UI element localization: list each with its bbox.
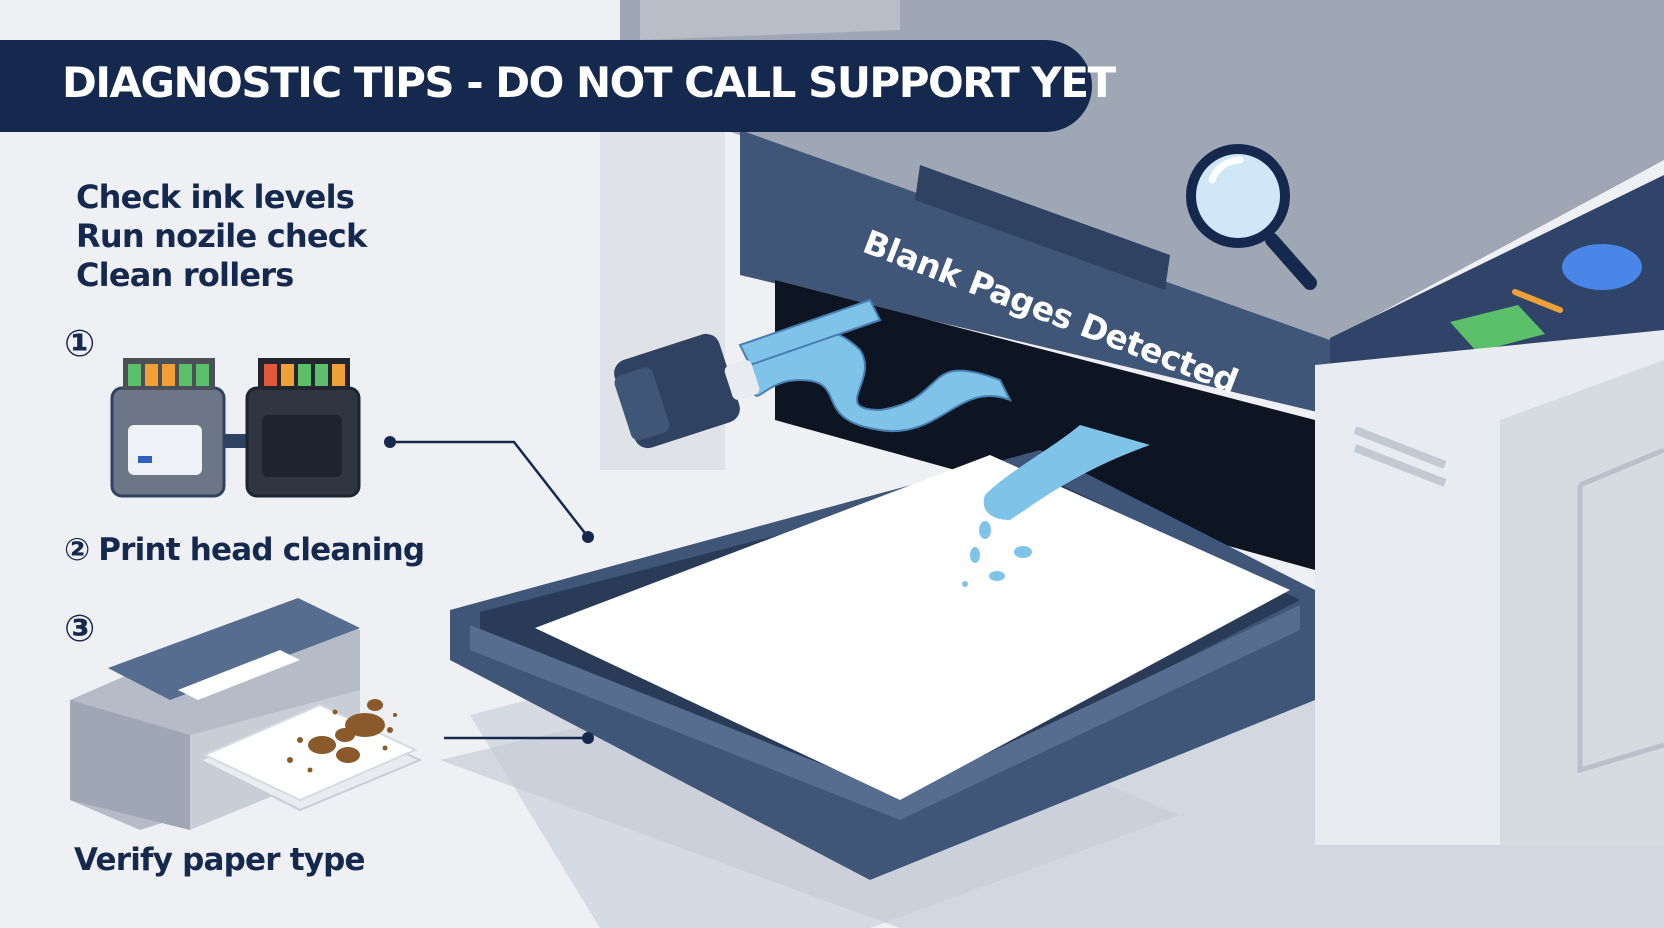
- tip-item: Run nozile check: [76, 217, 367, 255]
- ink-drop: [979, 521, 991, 539]
- round-button[interactable]: [1562, 244, 1642, 290]
- mini-printer-smudged-paper-icon: [70, 598, 423, 830]
- printer-top-highlight: [640, 0, 900, 40]
- page-title: DIAGNOSTIC TIPS - DO NOT CALL SUPPORT YE…: [62, 58, 1116, 107]
- output-slot: [775, 280, 1315, 570]
- blank-paper: [535, 455, 1290, 800]
- step-1-number: ①: [64, 322, 96, 365]
- vent-line: [1353, 426, 1447, 469]
- step-2-number: ②: [64, 531, 91, 568]
- side-panel-outline: [1577, 447, 1664, 774]
- tip-item: Clean rollers: [76, 256, 294, 294]
- tips-list: Check ink levels Run nozile check Clean …: [76, 178, 367, 295]
- ink-drop: [989, 571, 1005, 581]
- printer-top-slot: [915, 165, 1170, 290]
- ink-drop: [1014, 546, 1032, 558]
- tip-item: Check ink levels: [76, 178, 355, 216]
- ink-ribbon: [738, 328, 1013, 433]
- paper-tray-rim: [470, 605, 1300, 820]
- callout-dot: [384, 436, 396, 448]
- magnifier-icon: [1186, 144, 1317, 290]
- step-3-label: Verify paper type: [74, 842, 366, 878]
- step-3-number: ③: [64, 607, 96, 650]
- ink-drop: [962, 581, 968, 587]
- step-2: ② Print head cleaning: [64, 531, 425, 568]
- callout-dot: [582, 531, 594, 543]
- vent-line: [1353, 444, 1447, 487]
- cable-plug-face: [614, 367, 670, 441]
- cable-plug-collar: [724, 360, 760, 400]
- callout-dot: [582, 732, 594, 744]
- green-button[interactable]: [1450, 305, 1545, 352]
- ink-cartridges-icon: [110, 358, 361, 498]
- ink-drip: [983, 425, 1150, 520]
- printer-front-panel: [740, 130, 1330, 415]
- ink-drop: [970, 547, 980, 563]
- title-banner: DIAGNOSTIC TIPS - DO NOT CALL SUPPORT YE…: [0, 40, 1116, 132]
- step-2-label: Print head cleaning: [98, 532, 425, 568]
- callout-line-printhead: [390, 440, 589, 538]
- status-light: [1512, 289, 1563, 313]
- ink-stream: [738, 298, 882, 367]
